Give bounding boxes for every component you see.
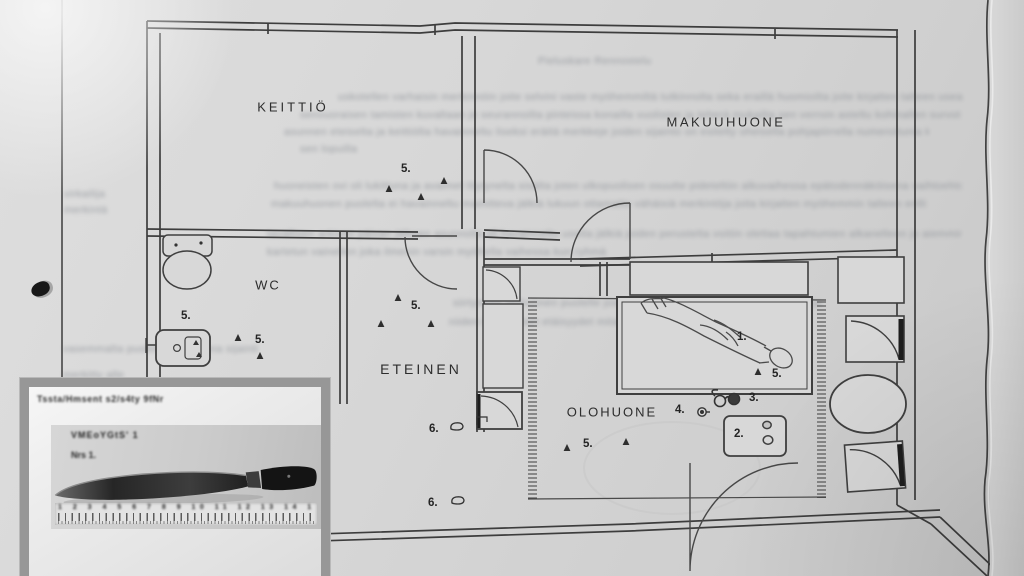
background-text-line: tavallisen arkisen päivan jälkeen asunno… — [267, 228, 962, 240]
side-table — [837, 256, 905, 304]
furniture — [145, 234, 907, 493]
surface-beyond-page — [990, 0, 1024, 576]
marker-blood-hall: 5. — [411, 300, 421, 312]
sink-icon — [145, 329, 211, 367]
kitchen-door-arc — [483, 149, 538, 204]
toilet-icon — [162, 234, 213, 290]
balcony-door-arc — [689, 462, 799, 572]
scan-artifact-ring — [583, 421, 761, 515]
body-outline-icon — [640, 296, 793, 369]
background-text-line: sen lopuilla — [300, 143, 358, 155]
background-text-line: virkailija — [64, 188, 106, 200]
ruler-ticks — [58, 513, 314, 521]
background-text-line: kartetun vainellen joka ilmenin varsin m… — [267, 246, 607, 258]
room-label-keittio: KEITTIÖ — [257, 99, 329, 115]
marker-body: 1. — [737, 331, 747, 343]
background-text-line: asunnen eteiselta ja keittiölta havainne… — [284, 126, 929, 138]
bedroom-door-arc — [570, 202, 631, 263]
photo-title: VMEoYGtS' 1 — [71, 430, 139, 440]
evidence-box-icon — [723, 415, 787, 457]
evidence-photo-inset: Tssta/Hmsent s2/s4ty 9fNr VMEoYGtS' 1 Nr… — [20, 378, 330, 576]
background-text-line: makuuhuonen puolelta ei havainneltu main… — [271, 198, 926, 210]
marker-blood-wc-right: 5. — [255, 334, 265, 346]
marker-blood-sofa: 5. — [772, 368, 782, 380]
marker-print-upper: 6. — [429, 423, 439, 435]
glasses-icon — [711, 389, 741, 408]
table-icon — [829, 374, 907, 434]
room-label-wc: WC — [255, 277, 281, 293]
knife-icon — [52, 458, 319, 511]
marker-blood-wc-upper: 5. — [181, 310, 191, 322]
wardrobe-icon — [476, 266, 524, 430]
marker-blood-kitchen: 5. — [401, 163, 411, 175]
background-text-line: uskotellen varhaisin merkinnöin joite se… — [338, 91, 963, 103]
sofa-backrest — [629, 261, 809, 296]
chair-icon — [845, 315, 905, 363]
inset-caption: Tssta/Hmsent s2/s4ty 9fNr — [37, 394, 164, 404]
page-fold-line — [61, 0, 63, 384]
room-label-olohuone: OLOHUONE — [566, 404, 658, 420]
ruler-digits: 1 2 3 4 5 6 7 8 9 10 11 12 13 14 15 16 1… — [58, 504, 314, 511]
room-label-makuuhuone: MAKUUHUONE — [666, 114, 786, 130]
wc-door-arc — [404, 235, 458, 290]
knife-photo: VMEoYGtS' 1 Nrs 1. — [51, 425, 321, 529]
marker-glasses: 3. — [749, 392, 759, 404]
photo-subtitle: Nrs 1. — [71, 450, 97, 460]
background-text-line: Pieluskare Rennostelu — [538, 55, 652, 67]
marker-watch: 4. — [675, 404, 685, 416]
marker-print-lower: 6. — [428, 497, 438, 509]
background-text-line: merkintä — [64, 204, 108, 216]
background-text-line: senvuoraisen tamisten kuvaltaan je seura… — [300, 109, 960, 121]
marker-box: 2. — [734, 428, 744, 440]
door-arcs — [404, 149, 799, 572]
ruler: 1 2 3 4 5 6 7 8 9 10 11 12 13 14 15 16 1… — [55, 503, 317, 525]
marker-blood-livingroom: 5. — [583, 438, 593, 450]
room-label-eteinen: ETEINEN — [380, 361, 462, 377]
shoe-print-icons — [450, 416, 488, 505]
chair-icon — [843, 440, 907, 493]
watch-icon — [697, 407, 710, 417]
blood-drop-icons — [234, 177, 762, 451]
